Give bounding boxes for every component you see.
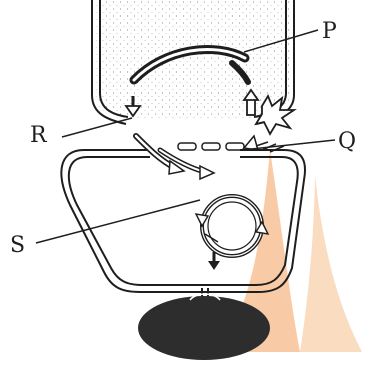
pointer-line-s bbox=[36, 200, 200, 243]
label-p: P bbox=[322, 19, 337, 44]
pointer-line-r bbox=[62, 118, 132, 137]
label-q: Q bbox=[338, 129, 356, 154]
axon-stipple bbox=[96, 0, 290, 120]
label-s: S bbox=[10, 233, 25, 258]
label-r: R bbox=[30, 123, 48, 148]
structure-s bbox=[196, 196, 268, 256]
membrane-channels bbox=[178, 143, 244, 150]
